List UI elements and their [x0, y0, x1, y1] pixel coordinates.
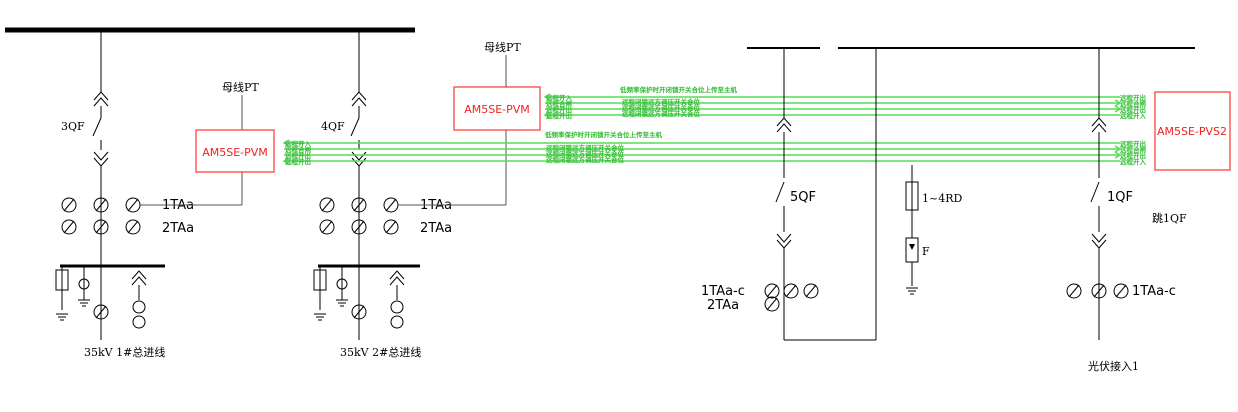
label-bus-pt-1: 母线PT [222, 80, 259, 94]
svg-text:远程开入: 远程开入 [1120, 157, 1147, 166]
svg-text:远程开出: 远程开出 [285, 157, 311, 166]
signal-bot-title: 低频率保护时开闭锁开关合位上传至主机 [544, 130, 663, 139]
device-am5se-pvm-1[interactable] [195, 129, 275, 173]
device-label-pvs2: AM5SE-PVS2 [1157, 125, 1227, 138]
svg-text:远程闭锁远方调压开关合位: 远程闭锁远方调压开关合位 [546, 149, 625, 158]
label-1qf: 1QF [1107, 190, 1133, 205]
feeder-1 [55, 30, 165, 340]
label-3qf: 3QF [61, 120, 85, 133]
svg-text:远程闭锁远方调压开关合位: 远程闭锁远方调压开关合位 [546, 155, 625, 164]
label-2taa-f2: 2TAa [420, 221, 452, 236]
label-bus-pt-2: 母线PT [484, 40, 521, 54]
label-feeder-1: 35kV 1#总进线 [84, 345, 165, 359]
feeder-2 [313, 30, 420, 340]
svg-text:远程开入: 远程开入 [285, 139, 312, 148]
label-2taa-5qf: 2TAa [707, 298, 739, 313]
branch-5qf [764, 48, 877, 341]
label-feeder-2: 35kV 2#总进线 [340, 345, 421, 359]
svg-text:远程开入: 远程开入 [1120, 111, 1147, 120]
label-5qf: 5QF [790, 190, 816, 205]
label-rd: 1~4RD [922, 192, 962, 205]
signal-group-bottom [282, 139, 1122, 165]
signal-group-top [543, 93, 1122, 119]
branch-arrester [905, 165, 919, 295]
device-label-pvm-1: AM5SE-PVM [202, 146, 268, 159]
device-am5se-pvm-2[interactable] [453, 86, 541, 131]
label-2taa-f1: 2TAa [162, 221, 194, 236]
label-f: F [922, 245, 930, 258]
svg-text:远程开出: 远程开出 [1120, 93, 1146, 102]
svg-text:远程合闸: 远程合闸 [1120, 145, 1147, 154]
signal-top-title: 低频率保护时开闭锁开关合位上传至主机 [619, 85, 738, 94]
svg-text:远程闭锁远方调压开关合位: 远程闭锁远方调压开关合位 [622, 97, 701, 106]
label-trip-1qf: 跳1QF [1152, 211, 1187, 225]
svg-text:远程闭锁远方调压开关合位: 远程闭锁远方调压开关合位 [622, 109, 701, 118]
svg-text:远程开出: 远程开出 [1120, 151, 1146, 160]
svg-text:远程开出: 远程开出 [546, 105, 572, 114]
svg-text:远程合闸: 远程合闸 [285, 145, 312, 154]
label-1taa-c-5qf: 1TAa-c [701, 284, 745, 299]
svg-text:远程开出: 远程开出 [546, 111, 572, 120]
branch-1qf [1066, 48, 1129, 340]
label-1taa-c-1qf: 1TAa-c [1132, 284, 1176, 299]
svg-text:远程开入: 远程开入 [546, 93, 573, 102]
device-label-pvm-2: AM5SE-PVM [464, 103, 530, 116]
svg-text:远程合闸: 远程合闸 [546, 99, 573, 108]
svg-text:远程闭锁远方调压开关合位: 远程闭锁远方调压开关合位 [546, 143, 625, 152]
svg-text:远程开出: 远程开出 [1120, 139, 1146, 148]
svg-text:远程开出: 远程开出 [285, 151, 311, 160]
breaker-3qf [92, 117, 102, 137]
svg-text:远程闭锁远方调压开关合位: 远程闭锁远方调压开关合位 [622, 103, 701, 112]
label-pv-1: 光伏接入1 [1088, 359, 1139, 373]
label-4qf: 4QF [321, 120, 345, 133]
svg-text:远程开出: 远程开出 [1120, 105, 1146, 114]
svg-text:远程合闸: 远程合闸 [1120, 99, 1147, 108]
device-am5se-pvs2[interactable] [1154, 91, 1231, 171]
